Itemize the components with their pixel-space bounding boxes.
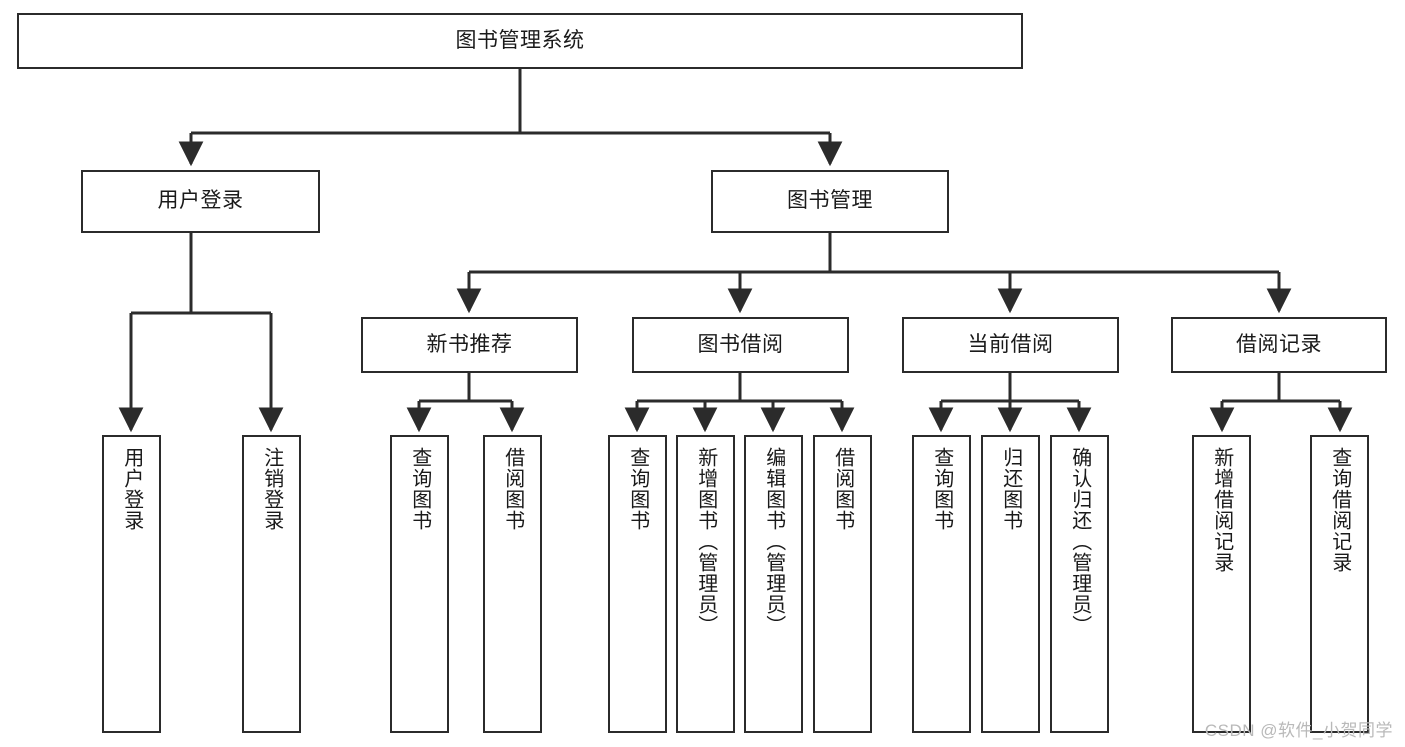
leaf-borrow-book-1[interactable]: 借阅图书 [483,435,542,733]
node-book-management[interactable]: 图书管理 [711,170,949,233]
node-book-borrow-label: 图书借阅 [697,332,784,356]
leaf-add-borrow-record-label: 新增借阅记录 [1210,447,1233,573]
leaf-logout[interactable]: 注销登录 [242,435,301,733]
leaf-user-login[interactable]: 用户登录 [102,435,161,733]
csdn-watermark: CSDN @软件_小贺同学 [1204,721,1393,740]
leaf-edit-book-admin-label: 编辑图书（管理员） [762,447,785,636]
node-new-book-recommend-label: 新书推荐 [426,332,513,356]
node-current-borrow-label: 当前借阅 [967,332,1054,356]
leaf-confirm-return-admin-label: 确认归还（管理员） [1068,447,1091,636]
node-root-label: 图书管理系统 [455,28,585,52]
leaf-query-book-3[interactable]: 查询图书 [912,435,971,733]
leaf-query-book-2-label: 查询图书 [626,447,649,531]
leaf-query-book-1[interactable]: 查询图书 [390,435,449,733]
leaf-query-borrow-record-label: 查询借阅记录 [1328,447,1351,573]
leaf-query-book-1-label: 查询图书 [408,447,431,531]
node-new-book-recommend[interactable]: 新书推荐 [361,317,578,373]
node-borrow-record-label: 借阅记录 [1236,332,1322,356]
leaf-add-borrow-record[interactable]: 新增借阅记录 [1192,435,1251,733]
leaf-add-book-admin[interactable]: 新增图书（管理员） [676,435,735,733]
leaf-query-book-3-label: 查询图书 [930,447,953,531]
leaf-borrow-book-2-label: 借阅图书 [831,447,854,531]
leaf-edit-book-admin[interactable]: 编辑图书（管理员） [744,435,803,733]
leaf-add-book-admin-label: 新增图书（管理员） [694,447,717,636]
node-root-book-management-system[interactable]: 图书管理系统 [17,13,1023,69]
leaf-query-borrow-record[interactable]: 查询借阅记录 [1310,435,1369,733]
leaf-query-book-2[interactable]: 查询图书 [608,435,667,733]
node-user-login[interactable]: 用户登录 [81,170,320,233]
node-book-borrow[interactable]: 图书借阅 [632,317,849,373]
node-book-management-label: 图书管理 [787,189,873,213]
leaf-borrow-book-1-label: 借阅图书 [501,447,524,531]
node-user-login-label: 用户登录 [157,189,244,213]
leaf-borrow-book-2[interactable]: 借阅图书 [813,435,872,733]
leaf-return-book-label: 归还图书 [999,447,1022,531]
leaf-return-book[interactable]: 归还图书 [981,435,1040,733]
leaf-confirm-return-admin[interactable]: 确认归还（管理员） [1050,435,1109,733]
node-borrow-record[interactable]: 借阅记录 [1171,317,1387,373]
node-current-borrow[interactable]: 当前借阅 [902,317,1119,373]
leaf-logout-label: 注销登录 [260,447,283,531]
leaf-user-login-label: 用户登录 [120,447,143,531]
